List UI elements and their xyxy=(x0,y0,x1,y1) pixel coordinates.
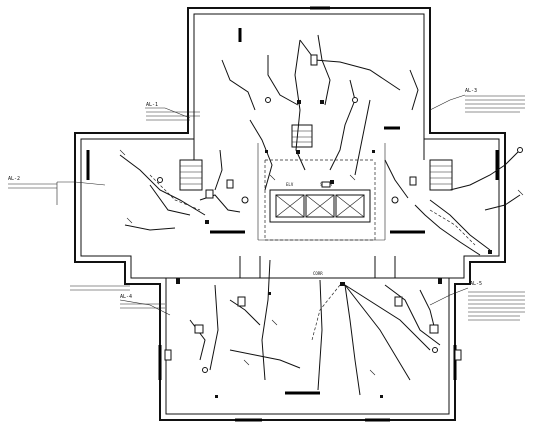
room-label-corr: CORR xyxy=(313,271,323,276)
panel-callout-al-5: AL-5 xyxy=(429,281,525,321)
elevator-core xyxy=(269,189,371,223)
panel-tag: AL-1 xyxy=(146,102,158,108)
room-label-elv: ELV xyxy=(286,182,294,187)
fixtures xyxy=(157,54,523,398)
panel-callout-al-2: AL-2 xyxy=(8,176,106,205)
wiring xyxy=(119,34,521,396)
tick-marks xyxy=(119,149,524,376)
panel-callout-al-1: AL-1 xyxy=(145,102,200,121)
panel-tag: AL-4 xyxy=(120,294,132,300)
openings xyxy=(86,6,499,422)
building-outline xyxy=(74,7,506,421)
panel-callouts: AL-1 AL-2 AL-3 AL-4 xyxy=(8,88,525,321)
panel-tag: AL-3 xyxy=(465,88,477,94)
panel-tag: AL-2 xyxy=(8,176,20,182)
panel-callout-al-3: AL-3 xyxy=(429,88,525,113)
panel-callout-al-4: AL-4 xyxy=(70,285,171,316)
panel-tag: AL-5 xyxy=(470,281,482,287)
stairs xyxy=(179,124,453,191)
